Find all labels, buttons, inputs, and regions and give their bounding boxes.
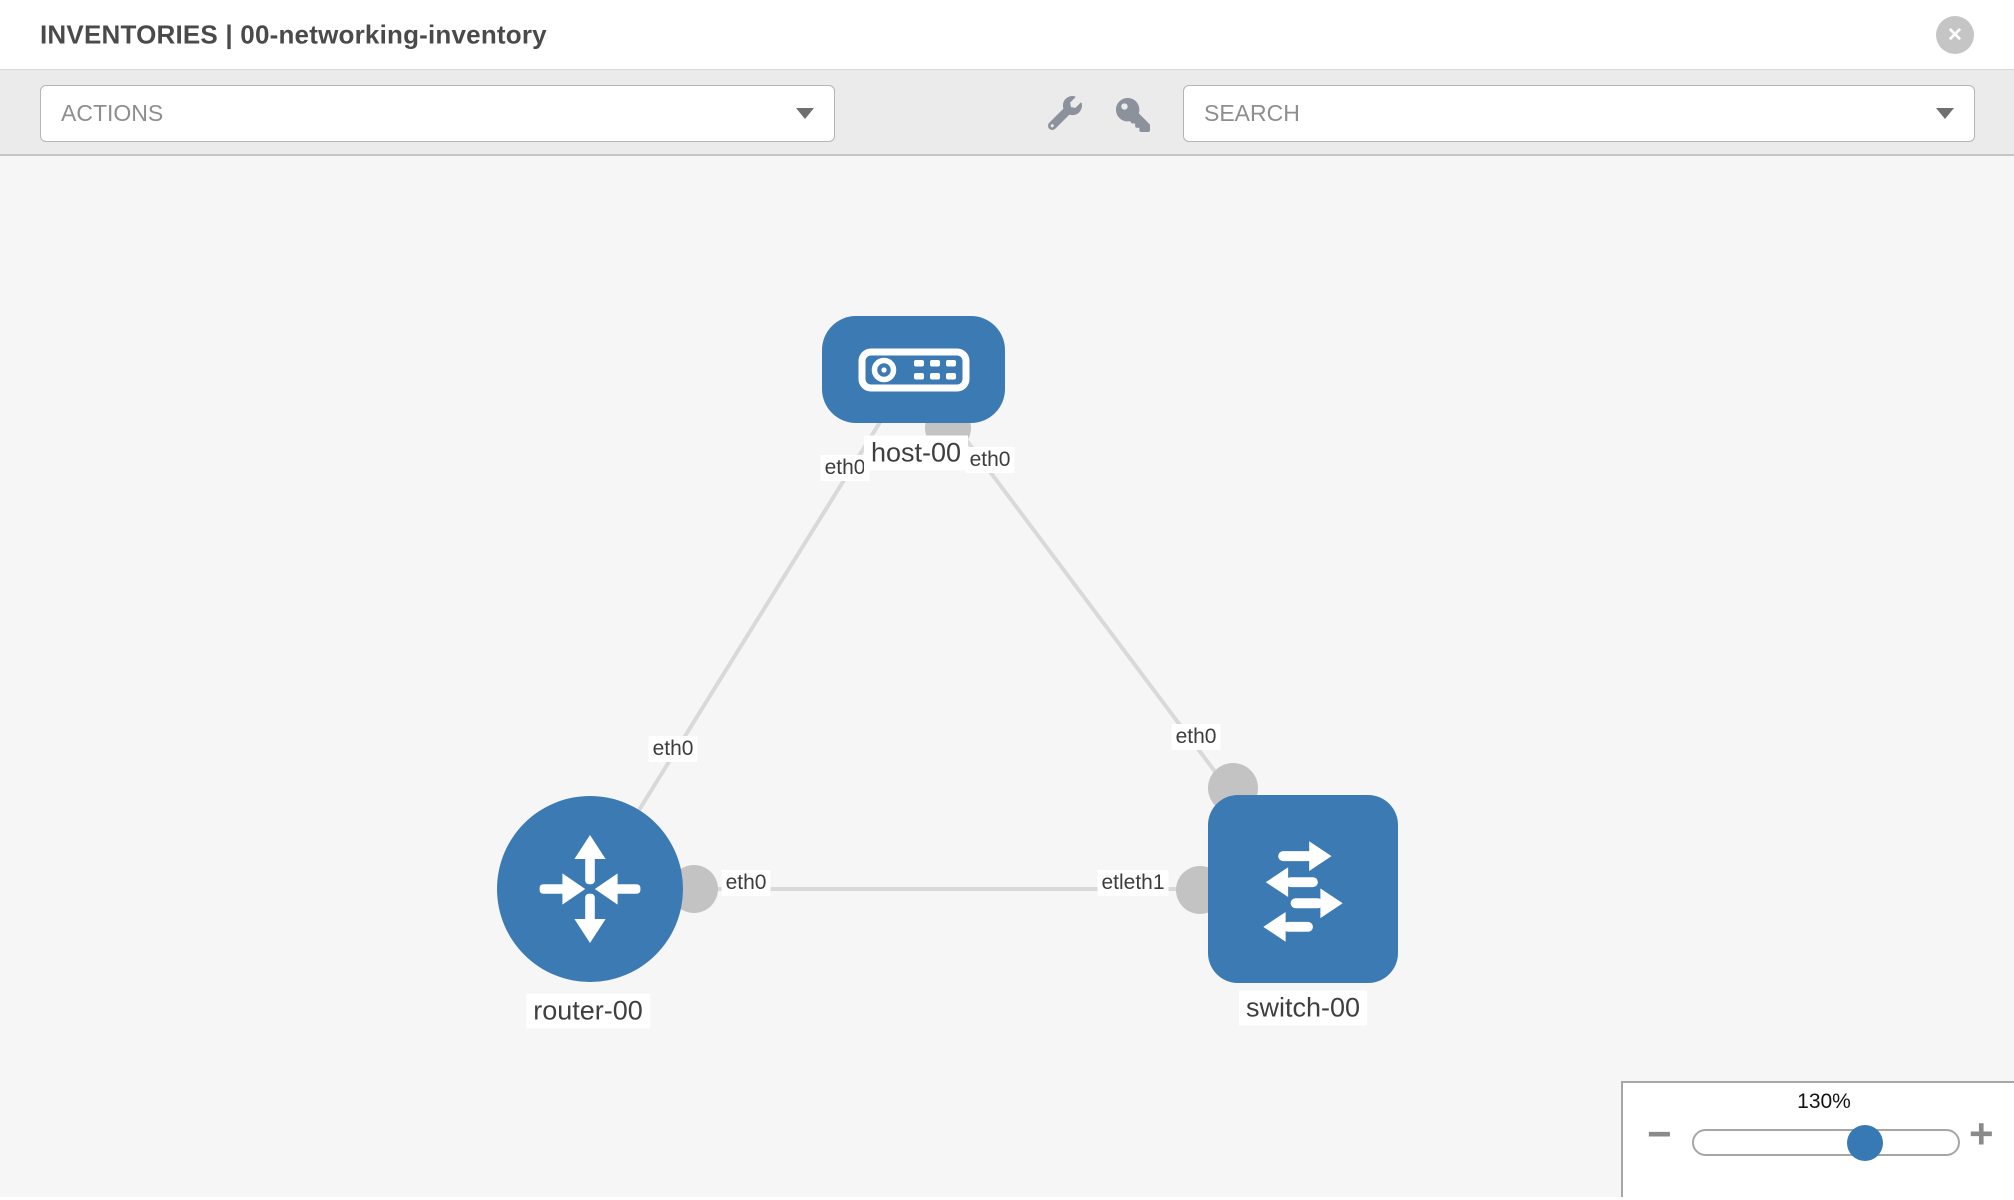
interface-label-switch-left: etleth1 [1097, 870, 1169, 896]
node-switch-00[interactable] [1208, 795, 1398, 983]
zoom-slider-handle[interactable] [1847, 1125, 1883, 1161]
node-router-00[interactable] [497, 796, 683, 982]
zoom-out-button[interactable]: − [1647, 1113, 1672, 1155]
minus-icon: − [1647, 1110, 1672, 1157]
switch-icon [1263, 841, 1343, 942]
zoom-slider-track[interactable] [1692, 1129, 1960, 1156]
node-label-router: router-00 [526, 993, 650, 1029]
actions-dropdown[interactable]: ACTIONS [40, 85, 835, 142]
close-button[interactable]: ✕ [1936, 16, 1974, 54]
node-label-switch: switch-00 [1238, 990, 1368, 1026]
interface-label-link-host-router: eth0 [648, 736, 698, 762]
interface-label-router-right: eth0 [721, 870, 771, 896]
chevron-down-icon [796, 108, 814, 119]
node-label-host: host-00 [863, 435, 969, 471]
node-host-00[interactable] [822, 316, 1005, 423]
plus-icon: + [1969, 1110, 1994, 1157]
zoom-in-button[interactable]: + [1969, 1113, 1994, 1155]
router-icon [539, 835, 641, 943]
search-placeholder: SEARCH [1204, 100, 1300, 126]
interface-label-link-host-switch: eth0 [1171, 724, 1221, 750]
topology-links-layer [588, 367, 1305, 914]
configure-wrench-button[interactable] [1047, 96, 1082, 131]
wrench-icon [1047, 96, 1082, 131]
actions-dropdown-label: ACTIONS [61, 100, 164, 126]
zoom-control-panel: 130% − + [1621, 1081, 2014, 1197]
close-icon: ✕ [1947, 24, 1963, 46]
zoom-level-value: 130% [1797, 1090, 1851, 1113]
key-icon [1116, 98, 1150, 132]
host-icon [858, 348, 969, 391]
header: INVENTORIES | 00-networking-inventory ✕ [0, 0, 2014, 70]
page-title: INVENTORIES | 00-networking-inventory [40, 19, 547, 49]
interface-label-host-right: eth0 [965, 447, 1015, 473]
topology-canvas[interactable]: eth0 eth0 eth0 eth0 eth0 etleth1 host-00… [0, 156, 2014, 1197]
interface-label-host-left: eth0 [820, 455, 870, 481]
toolbar: ACTIONS SEARCH [0, 70, 2014, 156]
search-dropdown[interactable]: SEARCH [1183, 85, 1975, 142]
credentials-key-button[interactable] [1116, 98, 1150, 132]
chevron-down-icon [1936, 108, 1954, 119]
